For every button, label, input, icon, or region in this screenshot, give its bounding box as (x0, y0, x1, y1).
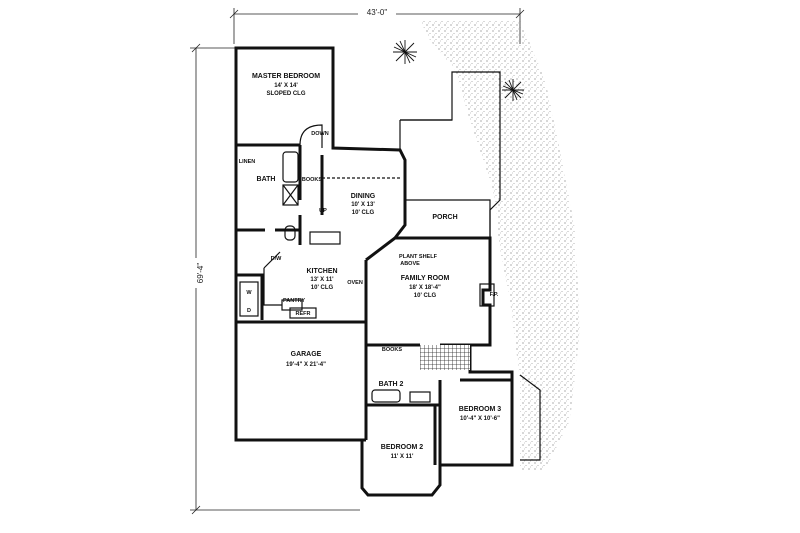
bedroom-3-label: BEDROOM 3 10'-4" X 10'-6" (459, 406, 502, 422)
svg-text:14' X 14': 14' X 14' (274, 83, 298, 89)
fireplace-icon (479, 283, 495, 307)
fireplace-label: F.P. (490, 292, 499, 298)
toilet (284, 225, 296, 241)
tree-icon (393, 40, 417, 64)
kitchen-island (309, 231, 341, 245)
oven-label: OVEN (347, 280, 363, 286)
svg-text:11' X 11': 11' X 11' (391, 454, 414, 460)
svg-text:BEDROOM 2: BEDROOM 2 (381, 444, 424, 451)
bathtub (282, 151, 299, 183)
dw-label: D/W (271, 256, 283, 262)
interior-walls (236, 143, 512, 465)
porch-label: PORCH (432, 214, 457, 221)
svg-text:MASTER BEDROOM: MASTER BEDROOM (252, 73, 320, 80)
master-bedroom-label: MASTER BEDROOM 14' X 14' SLOPED CLG (252, 73, 320, 97)
bedroom-2-label: BEDROOM 2 11' X 11' (381, 444, 424, 460)
svg-text:DINING: DINING (351, 193, 376, 200)
svg-text:18' X 18'-4": 18' X 18'-4" (409, 285, 441, 291)
kitchen-label: KITCHEN 13' X 11' 10' CLG (306, 268, 337, 291)
garage-label: GARAGE 19'-4" X 21'-4" (286, 351, 326, 368)
porch-roof (399, 119, 452, 150)
dining-label: DINING 10' X 13' 10' CLG (351, 193, 376, 216)
dryer-label: D (247, 308, 251, 314)
depth-dimension: 69'-4" (186, 43, 360, 515)
linen-label: LINEN (239, 159, 256, 165)
stair-arc (299, 124, 323, 148)
svg-text:10' CLG: 10' CLG (311, 285, 334, 291)
family-room-label: FAMILY ROOM 18' X 18'-4" 10' CLG (401, 275, 450, 299)
svg-text:10' CLG: 10' CLG (414, 293, 437, 299)
svg-text:SLOPED CLG: SLOPED CLG (266, 91, 305, 97)
bath-2-label: BATH 2 (379, 381, 404, 388)
landscape-shading (420, 20, 580, 470)
kitchen-counter (263, 251, 282, 306)
svg-text:FAMILY ROOM: FAMILY ROOM (401, 275, 450, 282)
entry-tile (420, 345, 470, 370)
svg-text:13' X 11': 13' X 11' (310, 277, 334, 283)
svg-text:10'-4" X 10'-6": 10'-4" X 10'-6" (460, 416, 500, 422)
width-dimension-label: 43'-0" (367, 8, 388, 17)
porch-outline (405, 199, 491, 238)
svg-text:KITCHEN: KITCHEN (306, 268, 337, 275)
pantry-label: PANTRY (283, 298, 305, 304)
bath-label: BATH (257, 176, 276, 183)
svg-text:19'-4" X 21'-4": 19'-4" X 21'-4" (286, 362, 326, 368)
bath2-vanity (409, 391, 431, 403)
width-dimension: 43'-0" (229, 6, 525, 44)
washer-dryer (239, 281, 259, 317)
refr-label: REFR (296, 311, 311, 317)
svg-text:BEDROOM 3: BEDROOM 3 (459, 406, 502, 413)
down-label: DOWN (311, 131, 328, 137)
books-label: BOOKS (302, 177, 323, 183)
pantry-box (281, 299, 303, 311)
exterior-walls (234, 46, 514, 497)
bath2-tub (371, 389, 401, 403)
patio-outline-2 (519, 374, 541, 461)
plant-shelf-label: PLANT SHELF (399, 254, 438, 260)
svg-text:GARAGE: GARAGE (291, 351, 322, 358)
above-label: ABOVE (400, 261, 420, 267)
up-label: UP (319, 208, 327, 214)
shower (282, 184, 299, 206)
books-label-2: BOOKS (382, 347, 403, 353)
svg-text:10' X 13': 10' X 13' (351, 202, 375, 208)
depth-dimension-label: 69'-4" (196, 263, 205, 284)
svg-text:10' CLG: 10' CLG (352, 210, 375, 216)
washer-label: W (246, 290, 252, 296)
refr-box (289, 307, 317, 319)
tree-icon (502, 79, 524, 101)
